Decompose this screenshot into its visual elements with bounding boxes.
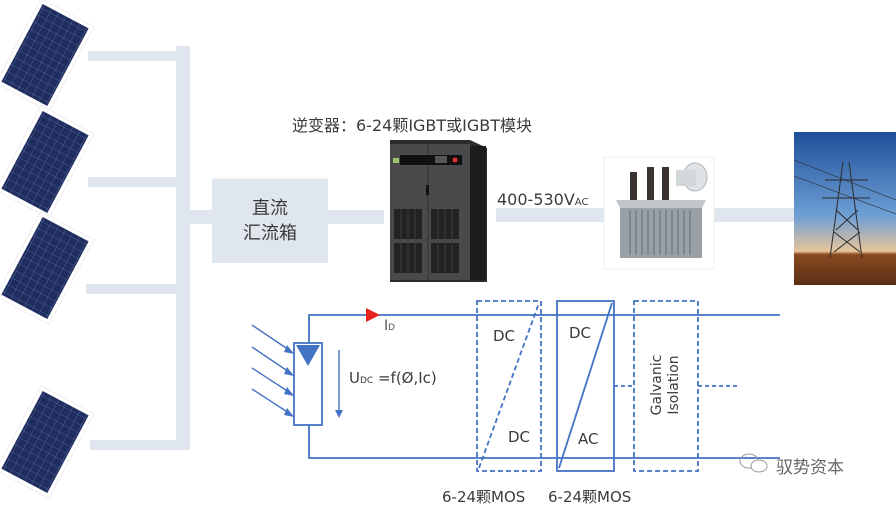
bus-branch-3 bbox=[86, 284, 176, 294]
light-rays-icon bbox=[251, 324, 293, 416]
dcdc-block bbox=[476, 300, 542, 472]
solar-panel-3 bbox=[0, 210, 95, 326]
dcac-bottom-label: AC bbox=[578, 430, 599, 448]
isolation-line2: Isolation bbox=[666, 355, 682, 415]
current-label-sub: D bbox=[388, 323, 396, 333]
bus-branch-1 bbox=[88, 51, 176, 61]
ac-voltage-sub: AC bbox=[574, 197, 589, 208]
combiner-label-line2: 汇流箱 bbox=[243, 223, 297, 244]
watermark-text: 驭势资本 bbox=[776, 458, 844, 478]
dcac-top-label: DC bbox=[569, 324, 592, 342]
bus-inverter-to-transformer bbox=[496, 208, 606, 222]
solar-panel-2 bbox=[0, 104, 95, 220]
inverter-label: 逆变器：6-24颗IGBT或IGBT模块 bbox=[292, 116, 533, 135]
tower-icon bbox=[793, 159, 896, 259]
wechat-icon bbox=[739, 453, 768, 473]
top-wire bbox=[308, 314, 780, 344]
solar-panel-4 bbox=[0, 384, 95, 500]
solar-panel-1 bbox=[0, 0, 95, 113]
bus-trunk bbox=[176, 46, 190, 450]
bus-to-combiner bbox=[190, 210, 214, 224]
voltage-arrowhead-icon bbox=[335, 410, 343, 418]
inverter-cabinet bbox=[384, 134, 496, 286]
bottom-wire bbox=[308, 400, 780, 459]
bus-transformer-to-grid bbox=[712, 208, 794, 222]
current-label: ID bbox=[384, 318, 395, 334]
current-arrow-icon bbox=[366, 308, 380, 322]
bus-branch-4 bbox=[90, 440, 176, 450]
isolation-line1: Galvanic bbox=[649, 354, 665, 416]
dc-combiner-box: 直流 汇流箱 bbox=[212, 178, 328, 263]
mos-label-1: 6-24颗MOS bbox=[442, 488, 526, 506]
voltage-formula-sub: DC bbox=[359, 376, 374, 386]
mos-label-2: 6-24颗MOS bbox=[548, 488, 632, 506]
light-ray-arrowheads bbox=[284, 345, 294, 417]
voltage-formula: UDC =f(Ø,Ic) bbox=[349, 369, 437, 387]
voltage-formula-rest: =f(Ø,Ic) bbox=[373, 369, 437, 387]
voltage-formula-main: U bbox=[349, 369, 360, 387]
dcdc-bottom-label: DC bbox=[508, 428, 531, 446]
current-label-main: I bbox=[384, 318, 389, 334]
ac-voltage-main: 400-530V bbox=[497, 190, 575, 209]
ac-voltage-label: 400-530VAC bbox=[497, 190, 588, 209]
transformer bbox=[603, 156, 715, 270]
bus-combiner-to-inverter bbox=[328, 210, 384, 224]
dcdc-top-label: DC bbox=[493, 327, 516, 345]
combiner-label-line1: 直流 bbox=[252, 198, 288, 219]
pv-triangle-icon bbox=[296, 345, 320, 366]
bus-branch-2 bbox=[88, 177, 176, 187]
watermark: 驭势资本 bbox=[738, 451, 844, 478]
transmission-tower-photo bbox=[793, 132, 896, 285]
